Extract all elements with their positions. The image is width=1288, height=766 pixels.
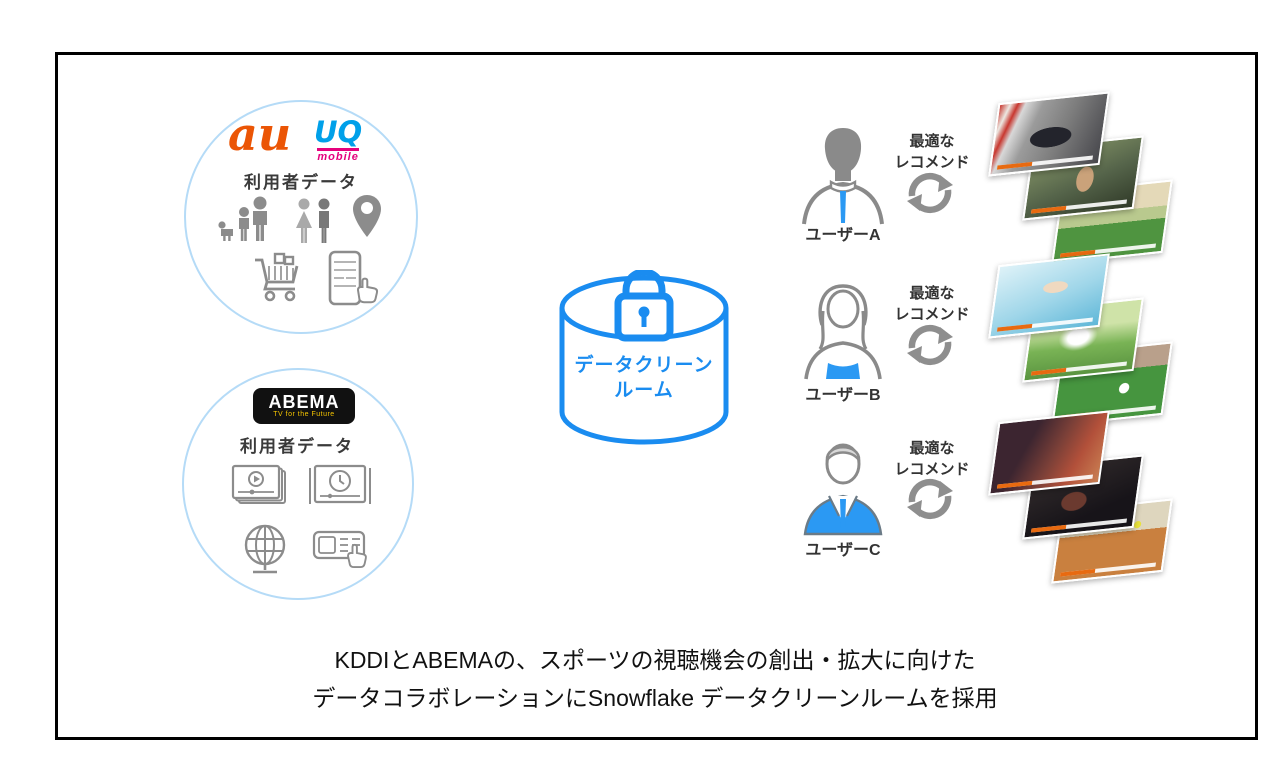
user-b-thumbnails — [988, 253, 1193, 430]
refresh-icon — [907, 172, 953, 214]
shopping-cart-icon — [255, 252, 299, 302]
location-pin-icon — [353, 195, 381, 237]
refresh-icon — [907, 478, 953, 520]
user-a-thumbnails — [988, 91, 1193, 268]
data-clean-room-cylinder — [559, 270, 729, 445]
couple-icon — [296, 198, 330, 243]
family-icon — [218, 196, 267, 241]
smartphone-tap-icon — [328, 250, 379, 306]
caption-line2: データコラボレーションにSnowflake データクリーンルームを採用 — [312, 685, 998, 711]
recommend-line2: レコメンド — [894, 461, 970, 478]
user-c-thumbnails — [988, 410, 1193, 587]
user-c-recommend-label: 最適な レコメンド — [872, 438, 992, 480]
uq-mobile-logo: UQ mobile — [314, 118, 362, 164]
clean-room-label-line1: データクリーン — [574, 355, 714, 376]
abema-logo: ABEMA TV for the Future — [253, 388, 355, 424]
kddi-circle-label: 利用者データ — [244, 173, 358, 192]
uq-mobile-text: mobile — [317, 148, 359, 163]
caption-line1: KDDIとABEMAの、スポーツの視聴機会の創出・拡大に向けた — [334, 647, 976, 673]
uq-logo-text: UQ — [314, 115, 363, 149]
recommend-line2: レコメンド — [894, 306, 970, 323]
globe-icon — [244, 524, 286, 574]
user-b-avatar — [804, 284, 882, 380]
user-c-name: ユーザーC — [805, 542, 881, 559]
user-b-name: ユーザーB — [805, 387, 881, 404]
recommend-line1: 最適な — [909, 133, 955, 150]
thumbnail-swimmer — [988, 253, 1110, 339]
user-a-recommend-label: 最適な レコメンド — [872, 131, 992, 173]
recommend-line1: 最適な — [909, 285, 955, 302]
abema-logo-text: ABEMA — [268, 392, 340, 412]
au-logo: au — [228, 107, 292, 161]
abema-logo-subtext: TV for the Future — [273, 411, 335, 418]
thumbnail-track-sprinters — [988, 410, 1110, 496]
clean-room-label-line2: ルーム — [614, 380, 674, 401]
video-playlist-icon — [231, 464, 286, 504]
user-b-recommend-label: 最適な レコメンド — [872, 283, 992, 325]
user-c-avatar — [803, 443, 883, 536]
user-a-name: ユーザーA — [805, 227, 881, 244]
remote-control-tap-icon — [312, 530, 367, 569]
user-a-avatar — [802, 128, 884, 225]
tv-watchtime-icon — [309, 464, 371, 504]
abema-circle-label: 利用者データ — [240, 437, 354, 456]
lock-icon — [614, 270, 674, 342]
thumbnail-formula1-race — [988, 91, 1110, 177]
diagram-caption: KDDIとABEMAの、スポーツの視聴機会の創出・拡大に向けた データコラボレー… — [58, 641, 1252, 717]
refresh-icon — [907, 324, 953, 366]
recommend-line2: レコメンド — [894, 154, 970, 171]
recommend-line1: 最適な — [909, 440, 955, 457]
clean-room-label: データクリーン ルーム — [552, 353, 736, 403]
